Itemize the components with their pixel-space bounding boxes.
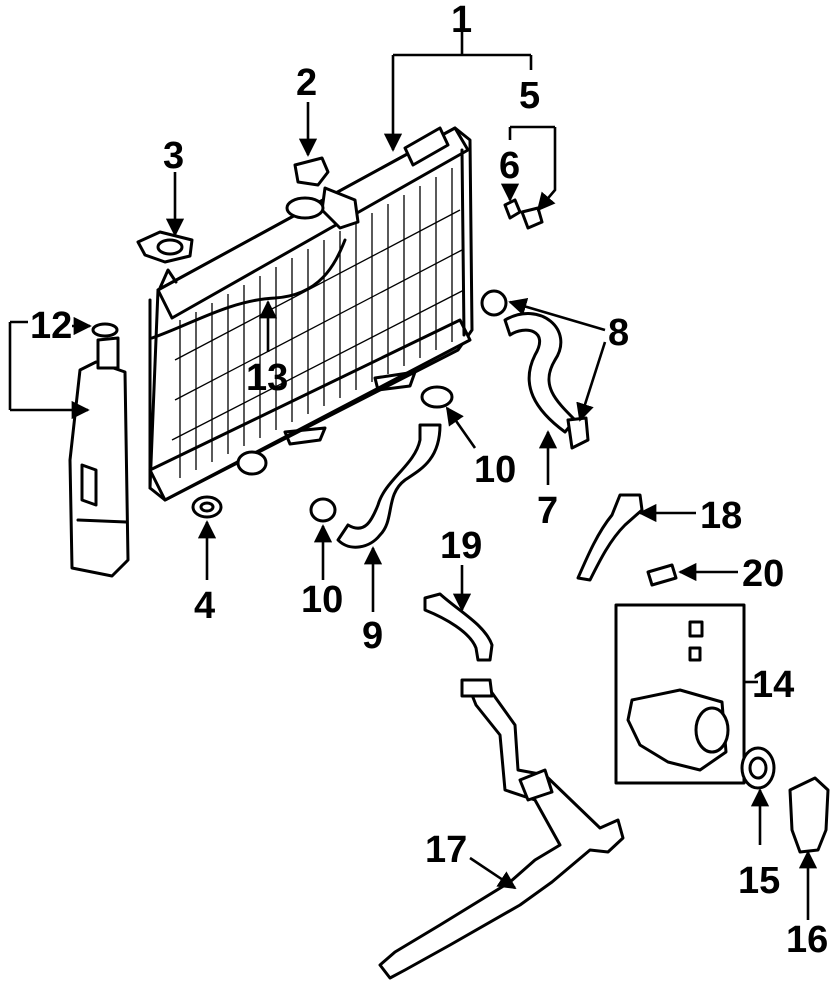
callout-6: 6 [499, 145, 520, 187]
overflow-hose [150, 238, 347, 340]
hose-18 [576, 493, 644, 582]
callout-labels: 1 2 3 4 5 6 7 8 9 10 10 12 13 14 15 16 1… [30, 0, 828, 961]
water-inlet [788, 776, 830, 854]
drain-plug [191, 495, 223, 519]
callout-9: 9 [362, 615, 383, 657]
callout-1: 1 [451, 0, 472, 41]
callout-3: 3 [163, 135, 184, 177]
clip-5 [520, 206, 544, 230]
callout-14: 14 [752, 664, 794, 706]
callout-7: 7 [537, 490, 558, 532]
callout-16: 16 [786, 919, 828, 961]
leader-lines [8, 28, 818, 920]
callout-8: 8 [608, 312, 629, 354]
cap-seal [136, 230, 194, 264]
callout-10-upper: 10 [474, 449, 516, 491]
clip-6 [503, 198, 522, 220]
upper-hose [480, 289, 590, 450]
reservoir-tank [68, 322, 130, 578]
thermostat-housing [626, 620, 730, 772]
housing-box [614, 603, 746, 785]
radiator [148, 126, 474, 502]
callout-10-lower: 10 [301, 579, 343, 621]
callout-2: 2 [296, 62, 317, 104]
callout-13: 13 [246, 357, 288, 399]
callout-4: 4 [194, 585, 215, 627]
callout-15: 15 [738, 860, 780, 902]
callout-5: 5 [519, 75, 540, 117]
callout-17: 17 [425, 829, 467, 871]
callout-20: 20 [742, 553, 784, 595]
radiator-cap [293, 156, 330, 187]
callout-12: 12 [30, 305, 72, 347]
callout-19: 19 [440, 525, 482, 567]
thermostat [740, 746, 776, 790]
bypass-hose-19 [423, 592, 494, 662]
lower-hose [309, 385, 454, 549]
water-pipe [378, 678, 625, 980]
temp-sensor [646, 563, 678, 587]
callout-18: 18 [700, 495, 742, 537]
